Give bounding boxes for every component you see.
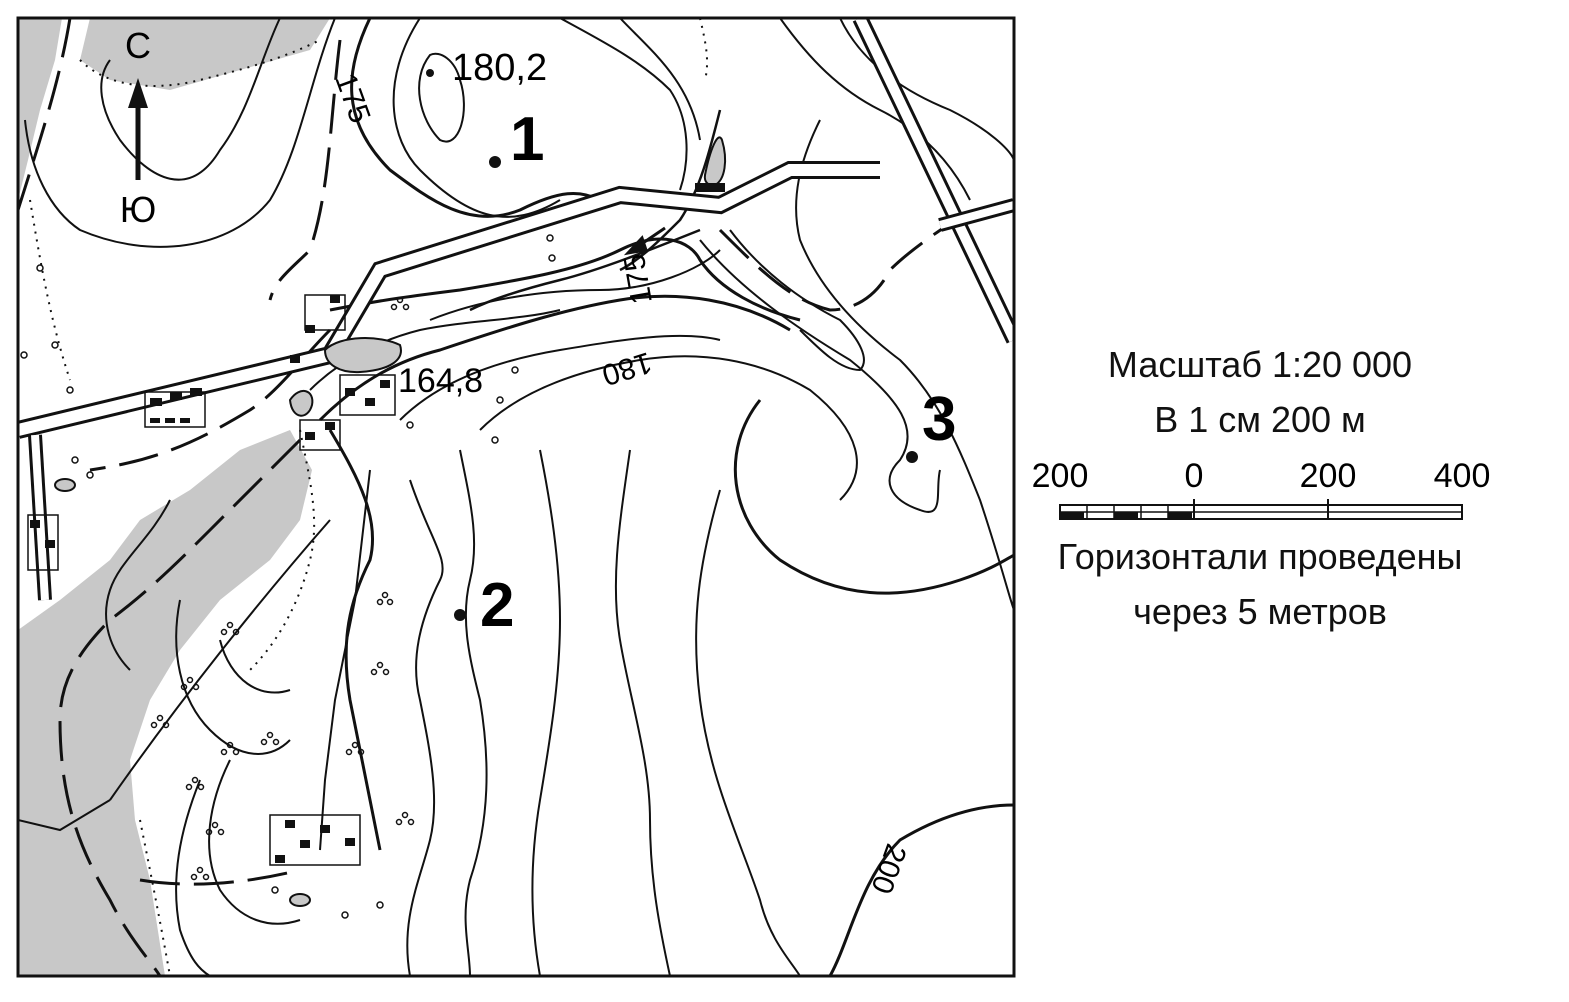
settlement-outlines [27, 294, 396, 866]
contour-label-175-north: 175 [328, 69, 376, 127]
contour-label-200: 200 [864, 840, 912, 898]
point-3-label: 3 [922, 385, 956, 454]
point-2-label: 2 [480, 571, 514, 640]
forest-area-sw [18, 430, 312, 976]
contour-note-line-1: Горизонтали проведены [1057, 536, 1463, 577]
stream-arrow [623, 226, 666, 256]
stream [469, 109, 722, 312]
scale-tick-200-left: 200 [1032, 457, 1089, 495]
shrub-markers [20, 234, 556, 919]
forest-area-north [80, 18, 330, 90]
scale-text: В 1 см 200 м [1154, 399, 1366, 440]
dotted-boundaries [29, 18, 709, 976]
elevation-pond: 164,8 [398, 362, 483, 400]
ponds [54, 136, 727, 907]
compass-north-label: С [125, 25, 151, 66]
dashed-tracks [18, 18, 971, 976]
scale-bar: 200 0 200 400 [1032, 457, 1491, 520]
scale-tick-400: 400 [1434, 457, 1491, 495]
compass-south-label: Ю [120, 189, 156, 230]
scale-tick-0: 0 [1185, 457, 1204, 495]
elevation-summit: 180,2 [452, 47, 547, 89]
forest-area-nw [18, 18, 62, 200]
scale-tick-200-right: 200 [1300, 457, 1357, 495]
compass: С Ю [120, 25, 156, 230]
transmission-line [18, 469, 371, 851]
buildings [30, 183, 725, 863]
map-frame [16, 16, 1016, 978]
contour-label-180: 180 [598, 345, 656, 391]
scale-title: Масштаб 1:20 000 [1107, 344, 1413, 385]
point-1-label: 1 [510, 105, 544, 174]
north-arrow-icon [128, 78, 148, 108]
contour-note-line-2: через 5 метров [1133, 591, 1387, 632]
